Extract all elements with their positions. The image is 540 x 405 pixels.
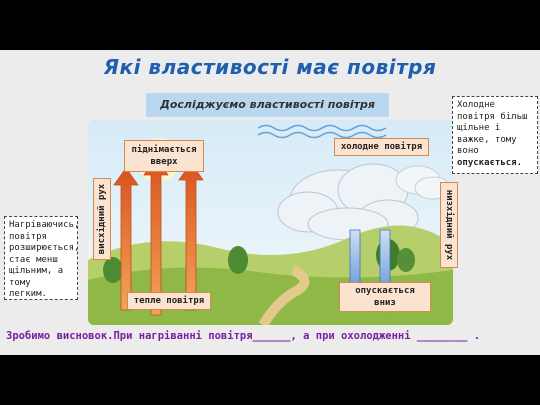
note-cold-air: Холодне повітря більш щільне і важке, то… bbox=[452, 96, 538, 174]
page-title: Які властивості має повітря bbox=[103, 55, 437, 79]
conclusion-prompt: Зробимо висновок.При нагріванні повітря_… bbox=[6, 330, 481, 342]
note-cold-air-text: Холодне повітря більш щільне і важке, то… bbox=[457, 100, 528, 156]
label-descending-motion-text: низхідний рух bbox=[444, 189, 455, 261]
label-cold-air: холодне повітря bbox=[334, 138, 429, 156]
subtitle-banner: Досліджуємо властивості повітря bbox=[146, 93, 389, 117]
label-warm-air: тепле повітря bbox=[127, 292, 211, 310]
cold-air-waves bbox=[257, 124, 387, 139]
note-cold-air-emphasis: опускається. bbox=[457, 157, 523, 168]
road bbox=[258, 265, 310, 325]
label-sinks-down: опускається вниз bbox=[339, 282, 431, 312]
label-ascending-motion-text: висхідний рух bbox=[97, 183, 108, 255]
label-rises-up: піднімається вверх bbox=[124, 140, 204, 172]
label-ascending-motion: висхідний рух bbox=[93, 178, 111, 260]
note-warm-air-text: Нагріваючись, повітря розширюється, стає… bbox=[9, 220, 80, 299]
note-warm-air: Нагріваючись, повітря розширюється, стає… bbox=[4, 216, 80, 300]
label-descending-motion: низхідний рух bbox=[440, 182, 458, 268]
